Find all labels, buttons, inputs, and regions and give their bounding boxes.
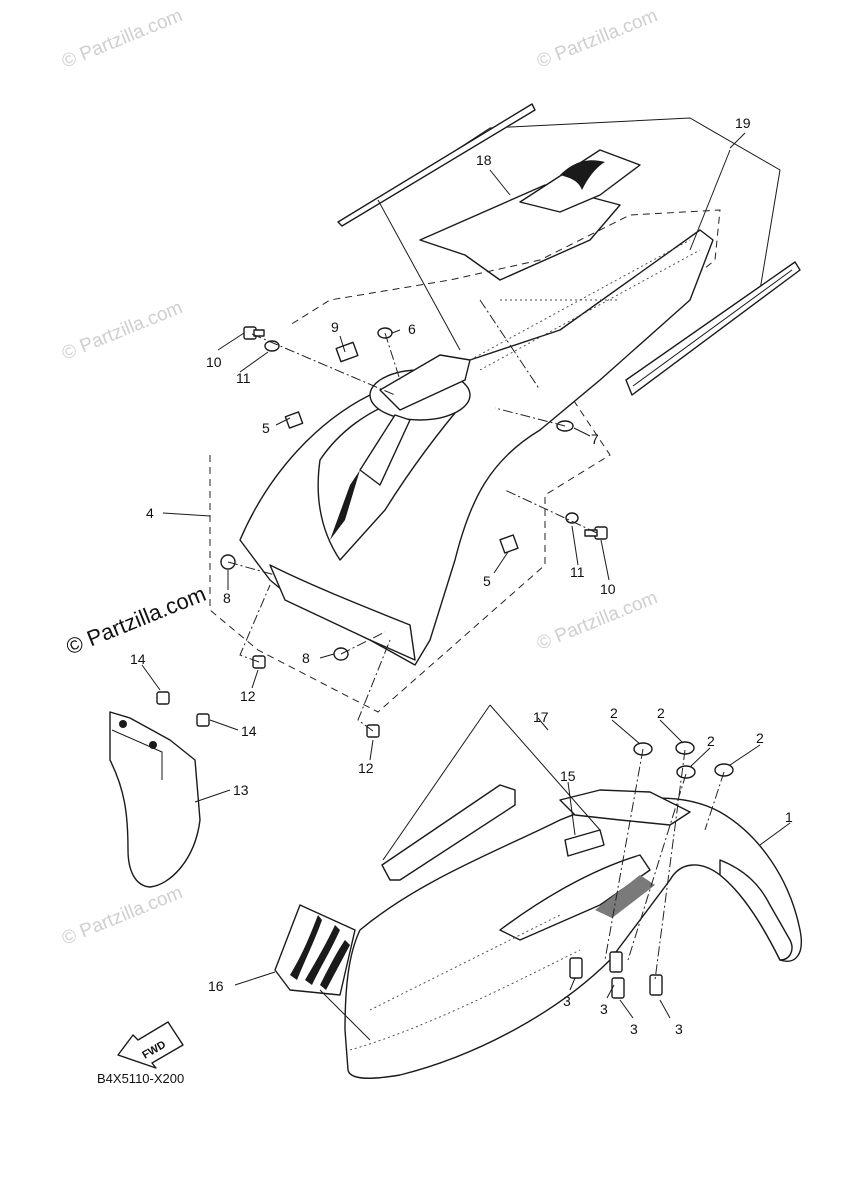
callout-12a: 12 bbox=[240, 688, 256, 704]
callout-18: 18 bbox=[476, 152, 492, 168]
clip-5-left bbox=[284, 411, 304, 429]
callout-2b: 2 bbox=[657, 705, 665, 721]
callout-14b: 14 bbox=[241, 723, 257, 739]
callout-16: 16 bbox=[208, 978, 224, 994]
leader-lines bbox=[141, 132, 791, 1041]
rear-graphic-19 bbox=[337, 103, 801, 396]
bolt-14-upper bbox=[156, 691, 170, 705]
callout-12b: 12 bbox=[358, 760, 374, 776]
watermark-highlight: © Partzilla.com bbox=[63, 581, 210, 660]
clip-9 bbox=[335, 341, 359, 363]
washer-2-d bbox=[714, 763, 734, 777]
callout-14a: 14 bbox=[130, 651, 146, 667]
claw-decal-16 bbox=[274, 904, 356, 996]
front-fender-1 bbox=[344, 789, 802, 1079]
callout-15: 15 bbox=[560, 768, 576, 784]
washer-2-b bbox=[675, 741, 695, 755]
watermark-top-right: © Partzilla.com bbox=[534, 5, 661, 72]
callout-13: 13 bbox=[233, 782, 249, 798]
bolt-3-c bbox=[611, 977, 625, 999]
washer-11-right bbox=[565, 512, 579, 524]
bolt-3-d bbox=[649, 974, 663, 996]
washer-2-c bbox=[676, 765, 696, 779]
rear-fender-4 bbox=[209, 209, 721, 713]
watermark-top-left: © Partzilla.com bbox=[59, 5, 186, 72]
callout-1: 1 bbox=[785, 809, 793, 825]
seat-decal-18 bbox=[419, 149, 641, 281]
callout-2a: 2 bbox=[610, 705, 618, 721]
callout-3c: 3 bbox=[630, 1021, 638, 1037]
callout-5a: 5 bbox=[262, 420, 270, 436]
callout-17: 17 bbox=[533, 709, 549, 725]
callout-2c: 2 bbox=[707, 733, 715, 749]
watermark-mid-left: © Partzilla.com bbox=[59, 297, 186, 364]
bolt-14-lower bbox=[196, 713, 210, 727]
callout-3b: 3 bbox=[600, 1001, 608, 1017]
mud-flap-13 bbox=[109, 711, 201, 888]
callout-11a: 11 bbox=[236, 370, 251, 386]
callout-4: 4 bbox=[146, 505, 154, 521]
callout-19: 19 bbox=[735, 115, 751, 131]
watermark-low-left: © Partzilla.com bbox=[59, 882, 186, 949]
callout-6: 6 bbox=[408, 321, 416, 337]
clip-5-right bbox=[499, 534, 519, 554]
callout-8a: 8 bbox=[223, 590, 231, 606]
bolt-3-b bbox=[609, 951, 623, 973]
callout-10b: 10 bbox=[600, 581, 616, 597]
bolt-3-a bbox=[569, 957, 583, 979]
callouts: 1 2 2 2 2 3 3 3 3 4 5 5 6 7 8 8 9 10 10 … bbox=[130, 115, 793, 1037]
callout-5b: 5 bbox=[483, 573, 491, 589]
watermark-center-right: © Partzilla.com bbox=[534, 587, 661, 654]
diagram-code: B4X5110-X200 bbox=[97, 1071, 184, 1086]
callout-3d: 3 bbox=[675, 1021, 683, 1037]
callout-7: 7 bbox=[591, 431, 599, 447]
forward-arrow-icon: FWD bbox=[117, 1021, 184, 1069]
callout-9: 9 bbox=[331, 319, 339, 335]
front-decal-17 bbox=[381, 784, 605, 881]
callout-8b: 8 bbox=[302, 650, 310, 666]
callout-10a: 10 bbox=[206, 354, 222, 370]
callout-3a: 3 bbox=[563, 993, 571, 1009]
callout-2d: 2 bbox=[756, 730, 764, 746]
callout-11b: 11 bbox=[570, 564, 585, 580]
